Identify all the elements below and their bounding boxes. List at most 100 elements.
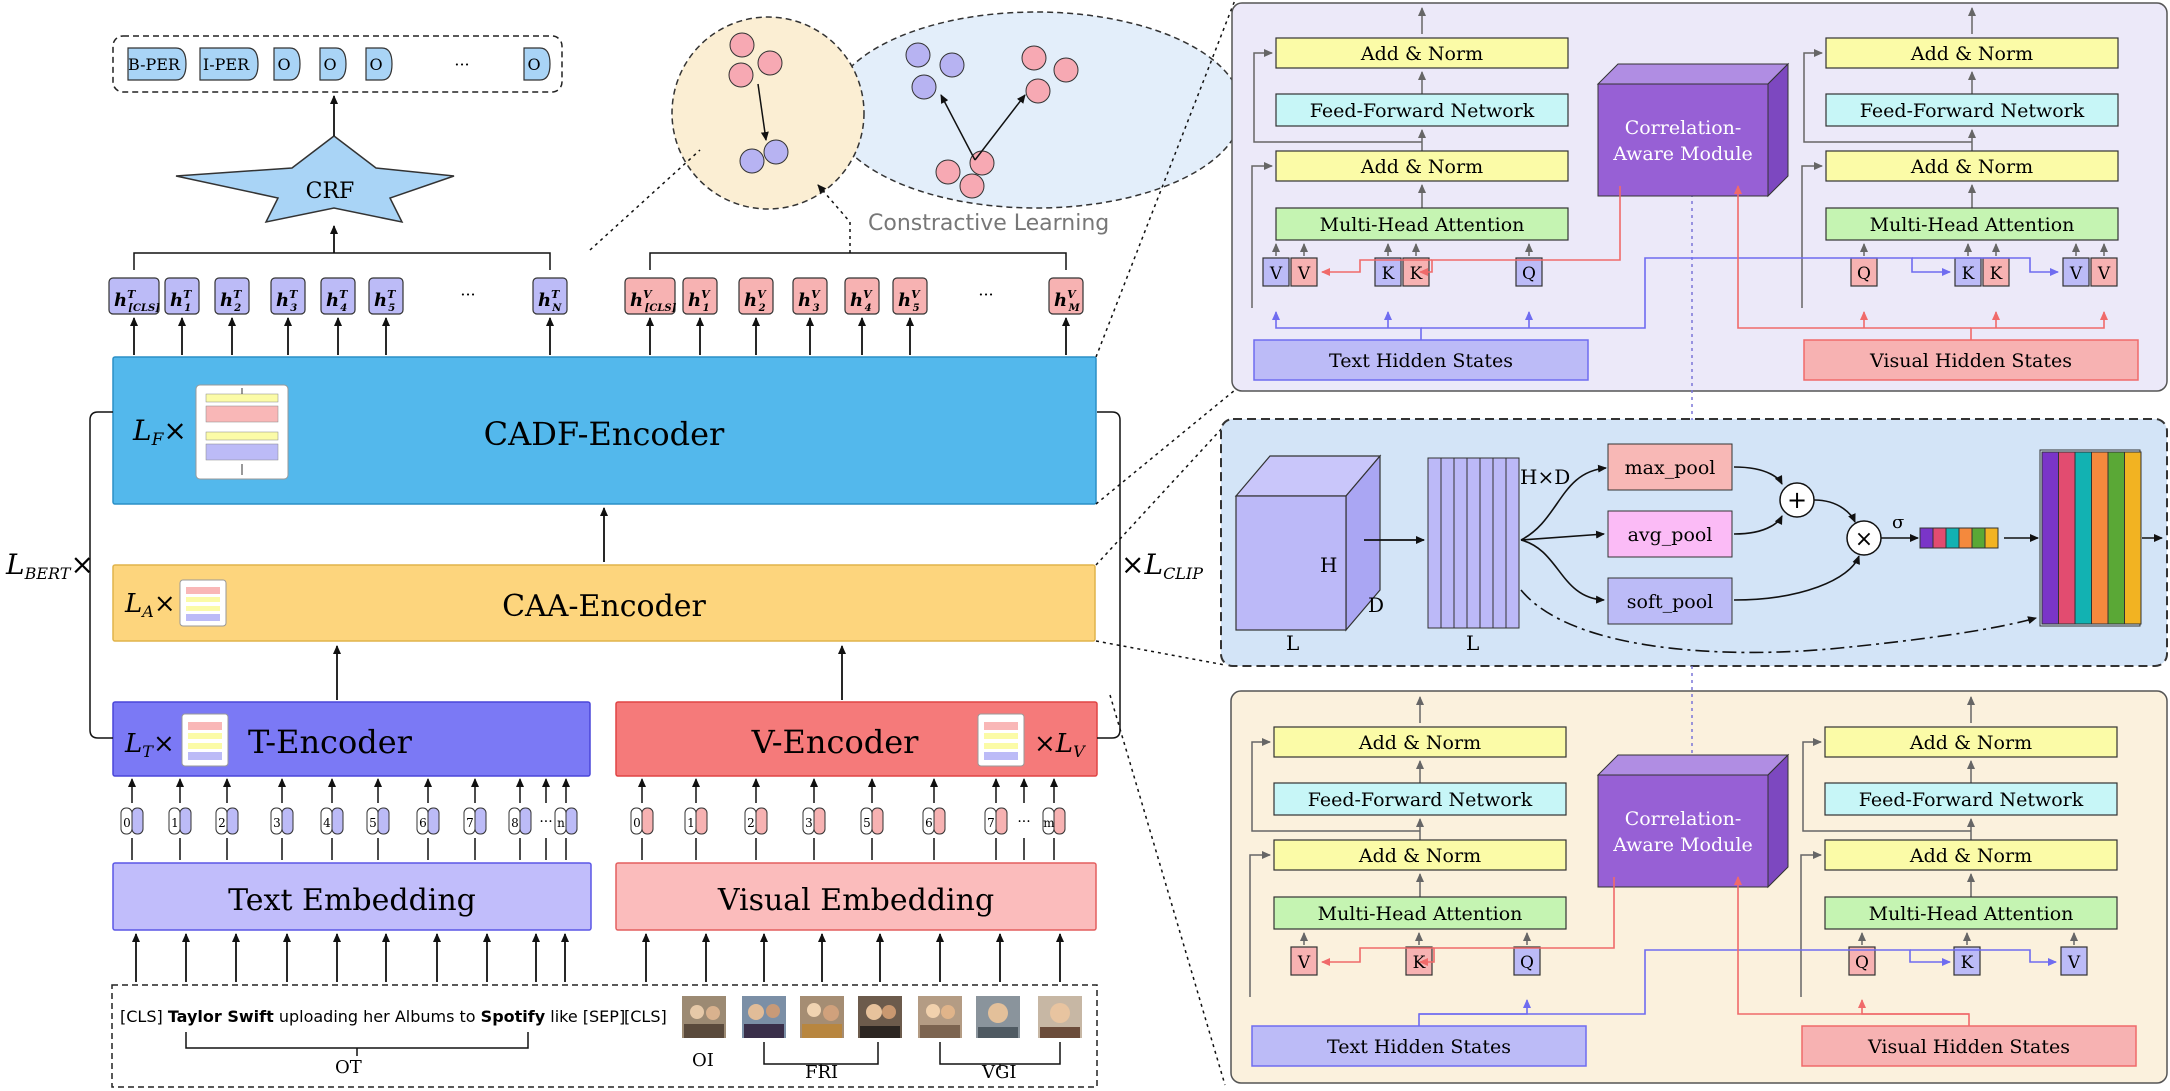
- hidden-state-label: hV[CLS]: [630, 288, 677, 314]
- token-pill-right: [695, 807, 708, 835]
- group-label-vgi: VGI: [981, 1062, 1017, 1083]
- ffn-box-label: Feed-Forward Network: [1308, 789, 1533, 811]
- cadf-encoder-label: CADF-Encoder: [484, 415, 725, 453]
- cube-l-label: L: [1286, 631, 1299, 655]
- tag-label: I-PER: [203, 55, 250, 74]
- lv-symbol: L: [1055, 729, 1073, 759]
- thumbnail-vgi-3: [1038, 996, 1082, 1038]
- token-pill-right: [565, 807, 578, 835]
- multiply-operator-symbol: ×: [1855, 527, 1873, 552]
- hidden-state-token: [270, 277, 306, 315]
- hidden-state-token: [320, 277, 356, 315]
- svg-text:LT×: LT×: [124, 729, 175, 761]
- mha-box-label: Multi-Head Attention: [1869, 903, 2074, 925]
- hidden-state-token: [844, 277, 880, 315]
- cluster-dots: [728, 32, 1079, 199]
- input-section: [CLS] Taylor Swift uploading her Albums …: [111, 984, 1098, 1088]
- lt-subscript: T: [142, 742, 154, 761]
- token-index-3: 3: [805, 816, 813, 830]
- visual-hidden-states-bottom-label: Visual Hidden States: [1867, 1036, 2070, 1058]
- correlation-aware-module: [1597, 774, 1769, 888]
- add-norm-box-label: Add & Norm: [1910, 156, 2033, 178]
- feature-slice: [1505, 457, 1520, 629]
- attention-input-q: [1515, 257, 1543, 287]
- lbert-symbol: L: [5, 548, 25, 581]
- thumbnail-fri-1: [742, 996, 786, 1038]
- tag-label: B-PER: [128, 55, 181, 74]
- token-pill-right: [427, 807, 440, 835]
- svg-text:LF×: LF×: [132, 414, 187, 450]
- token-index-7: 7: [466, 816, 474, 830]
- t-encoder-label: T-Encoder: [248, 723, 413, 761]
- add-norm-box-label: Add & Norm: [1909, 732, 2032, 754]
- add-operator-symbol: +: [1787, 486, 1807, 514]
- text-hidden-states-bottom-label: Text Hidden States: [1327, 1036, 1511, 1058]
- tag-box: [319, 47, 347, 81]
- svg-text:×LCLIP: ×LCLIP: [1121, 548, 1203, 583]
- caa-encoder-label: CAA-Encoder: [502, 589, 706, 624]
- lf-symbol: L: [132, 414, 152, 447]
- token-pill-right: [226, 807, 239, 835]
- feature-slice: [1479, 457, 1494, 629]
- v-encoder-label: V-Encoder: [751, 723, 920, 761]
- mha-box: [1825, 207, 2119, 241]
- text-hidden-states-bottom: [1251, 1025, 1587, 1067]
- hidden-state-label: hT[CLS]: [114, 288, 160, 314]
- token-index-2: 2: [747, 816, 755, 830]
- soft-pool-label: soft_pool: [1627, 591, 1713, 613]
- token-index-0: 0: [633, 816, 641, 830]
- attention-input-v: [1290, 257, 1318, 287]
- la-symbol: L: [124, 589, 142, 619]
- token-pill-right: [755, 807, 768, 835]
- lv-times: ×: [1034, 729, 1056, 759]
- add-norm-box: [1275, 37, 1569, 69]
- embedding-input-arrows: [132, 933, 1064, 982]
- token-pill-right: [519, 807, 532, 835]
- feature-slice: [1427, 457, 1442, 629]
- add-norm-box: [1825, 150, 2119, 182]
- attention-input-v-label: V: [2069, 264, 2083, 284]
- attention-input-v: [2060, 946, 2088, 976]
- ffn-box-label: Feed-Forward Network: [1310, 100, 1535, 122]
- text-hidden-states-top: [1253, 339, 1589, 381]
- add-norm-box-label: Add & Norm: [1358, 845, 1481, 867]
- pooling-diagram: H D L L H×D max_pool avg_pool soft_pool …: [1234, 443, 2163, 655]
- attention-input-q-label: Q: [1522, 264, 1536, 284]
- feature-slice: [1492, 457, 1507, 629]
- ffn-box: [1825, 93, 2119, 127]
- hidden-ellipsis: ···: [460, 285, 475, 304]
- caa-encoder-block: LA× CAA-Encoder: [112, 564, 1096, 642]
- text-hidden-states-top-label: Text Hidden States: [1329, 350, 1513, 372]
- input-tail-text: like [SEP]: [550, 1007, 625, 1026]
- cube-h-label: H: [1320, 553, 1337, 577]
- token-ellipsis: ···: [539, 814, 552, 830]
- crf-block: CRF: [175, 135, 455, 224]
- lbert-subscript: BERT: [24, 564, 72, 583]
- output-feature-bar: [2124, 451, 2142, 625]
- add-norm-box: [1824, 839, 2118, 871]
- max-pool-label: max_pool: [1625, 457, 1716, 479]
- cadf-mini-icon: [195, 384, 289, 480]
- caa-mini-icon: [179, 579, 227, 627]
- attention-input-k: [1953, 946, 1981, 976]
- token-index-5: 5: [863, 816, 871, 830]
- add-norm-box: [1273, 726, 1567, 758]
- tag-box: [523, 47, 551, 81]
- visual-cls-token: [CLS]: [624, 1007, 667, 1026]
- token-pill-right: [1053, 807, 1066, 835]
- attention-input-q-label: Q: [1857, 264, 1871, 284]
- token-index-2: 2: [218, 816, 226, 830]
- hidden-state-token: [624, 277, 676, 315]
- thumbnail-oi: [682, 996, 726, 1038]
- token-index-4: 4: [323, 816, 331, 830]
- lbert-times: ×: [70, 548, 93, 581]
- mha-box-label: Multi-Head Attention: [1318, 903, 1523, 925]
